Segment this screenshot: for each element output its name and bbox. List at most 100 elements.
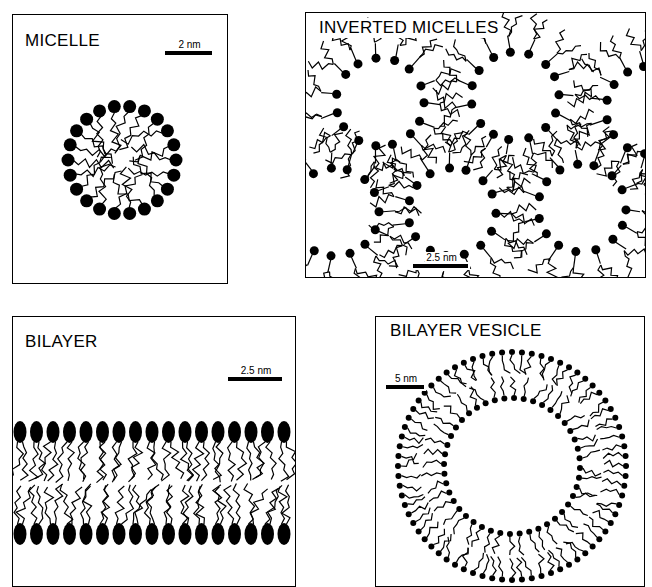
lipid-tail [630,210,640,212]
lipid-tail [193,442,204,481]
lipid-tail [467,154,471,167]
lipid-head [489,130,498,139]
lipid-tail [432,271,444,277]
lipid-head [261,523,274,545]
lipid-tail [449,153,450,164]
scale-bar [228,377,282,381]
lipid-tail [131,442,142,479]
lipid-head [526,529,532,535]
lipid-head [453,425,459,431]
lipid-head [535,214,544,223]
lipid-tail [555,139,564,163]
lipid-tail [557,267,574,277]
lipid-tail [524,191,536,196]
lipid-tail [589,517,603,530]
lipid-tail [266,442,276,480]
lipid-head [596,536,602,542]
lipid-head [623,68,632,77]
lipid-tail [247,442,252,481]
lipid-head [399,493,405,499]
lipid-tail [96,442,105,483]
lipid-tail [506,144,508,155]
lipid-tail [416,508,430,522]
lipid-head [539,573,545,579]
lipid-head [504,135,513,144]
lipid-tail [538,554,544,573]
lipid-tail [429,491,446,501]
lipid-head [14,523,27,545]
lipid-head [621,205,630,214]
lipid-tail [549,131,557,156]
lipid-head [370,188,379,197]
lipid-tail [552,365,559,385]
lipid-tail [306,265,307,277]
lipid-tail [471,136,486,155]
lipid-head [80,113,93,126]
lipid-head [138,104,151,117]
lipid-head [640,149,645,158]
lipid-head [488,528,494,534]
lipid-head [360,175,369,184]
lipid-tail [465,365,476,380]
lipid-head [519,577,525,583]
panel-box: INVERTED MICELLES2.5 nm [305,12,646,278]
lipid-tail [573,267,584,277]
lipid-head [195,421,208,443]
lipid-tail [435,417,453,425]
lipid-head [530,398,536,404]
lipid-tail [395,197,405,200]
lipid-head [488,189,497,198]
lipid-tail [623,151,644,164]
lipid-tail [187,442,194,481]
lipid-tail [387,155,404,176]
lipid-tail [457,548,469,562]
lipid-tail [570,109,593,123]
inverted-micelles-figure [306,13,645,277]
lipid-tail [597,427,617,430]
lipid-tail [129,146,169,162]
lipid-tail [321,41,333,64]
lipid-tail [624,251,632,277]
lipid-tail [440,107,456,126]
lipid-tail [434,424,449,435]
scale-label: 2 nm [177,39,201,51]
lipid-head [470,356,476,362]
lipid-tail [510,377,515,395]
scale-bar [165,51,212,55]
lipid-tail [573,420,589,430]
lipid-tail [97,115,103,157]
lipid-tail [374,256,382,277]
lipid-tail [423,460,441,467]
lipid-head [470,570,476,576]
lipid-tail [434,529,445,545]
lipid-tail [278,486,287,524]
lipid-head [573,160,582,169]
lipid-tail [441,126,451,152]
lipid-head [623,143,632,152]
lipid-tail [121,131,163,144]
lipid-head [388,140,397,149]
lipid-tail [404,239,412,244]
lipid-tail [444,60,457,82]
lipid-tail [423,123,434,127]
lipid-head [603,115,612,124]
lipid-tail [641,158,644,168]
lipid-tail [252,442,265,479]
lipid-head [70,124,83,137]
lipid-head [245,523,258,545]
lipid-head [444,370,450,376]
lipid-tail [600,77,611,82]
lipid-tail [201,442,209,481]
lipid-head [310,246,319,255]
lipid-head [575,446,581,452]
lipid-tail [421,402,437,412]
lipid-tail [602,479,621,486]
lipid-head [608,235,617,244]
lipid-head [443,480,449,486]
lipid-tail [603,470,622,476]
lipid-tail [181,442,194,481]
lipid-head [93,104,106,117]
lipid-tail [401,456,418,463]
lipid-tail [501,377,504,396]
